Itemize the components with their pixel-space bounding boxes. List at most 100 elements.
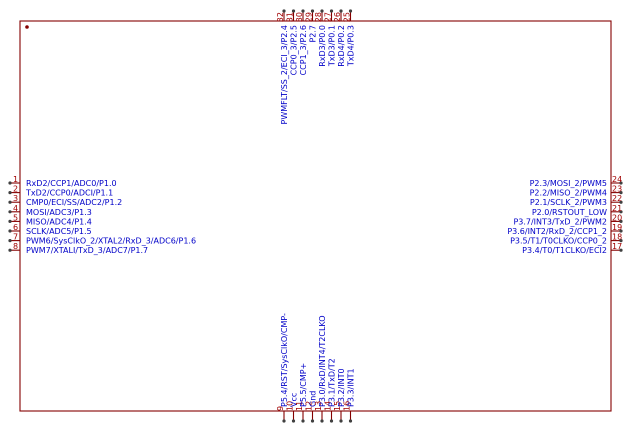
- pin-number: 28: [314, 12, 323, 22]
- pin-number: 11: [295, 401, 304, 411]
- pin-end-dot: [619, 248, 623, 252]
- pin-end-dot: [282, 9, 286, 13]
- ic-body-outline: [19, 20, 612, 412]
- pin-number: 24: [612, 175, 622, 184]
- pin-label: P3.2/INT0: [337, 368, 346, 407]
- pin1-marker: [25, 25, 29, 29]
- pin-end-dot: [339, 419, 343, 423]
- pin-number: 20: [612, 213, 622, 222]
- pin-number: 21: [612, 204, 622, 213]
- pin-label: P2.7: [309, 25, 318, 43]
- pin-number: 2: [13, 185, 18, 194]
- pin-number: 15: [333, 401, 342, 411]
- pin-end-dot: [291, 9, 296, 13]
- pin-number: 18: [612, 233, 622, 242]
- pin-number: 30: [295, 12, 304, 22]
- pin-number: 6: [13, 223, 18, 232]
- pin-label: P2.2/MISO_2/PWM4: [530, 189, 607, 198]
- pin-end-dot: [619, 229, 623, 233]
- pin-end-dot: [320, 419, 324, 423]
- pin-end-dot: [310, 9, 315, 13]
- pin-number: 16: [343, 401, 352, 411]
- pin-label: RxD2/CCP1/ADC0/P1.0: [26, 179, 117, 188]
- pin-end-dot: [8, 219, 12, 223]
- pin-label: MOSI/ADC3/P1.3: [26, 208, 92, 217]
- pin-number: 23: [612, 185, 622, 194]
- pin-end-dot: [348, 419, 353, 423]
- pin-end-dot: [320, 9, 324, 13]
- pin-number: 19: [612, 223, 622, 232]
- pin-number: 9: [276, 406, 285, 411]
- pin-label: P5.4/RST/SysClkO/CMP-: [280, 313, 289, 407]
- pin-label: PWM7/XTALI/TxD_3/ADC7/P1.7: [26, 246, 148, 255]
- pin-label: PWMFLT/SS_2/ECI_3/P2.4: [280, 25, 289, 124]
- pin-end-dot: [348, 9, 353, 13]
- pin-end-dot: [8, 229, 12, 233]
- pin-end-dot: [329, 9, 334, 13]
- pin-label: PWM6/SysClkO_2/XTAL2/RxD_3/ADC6/P1.6: [26, 237, 196, 246]
- pin-number: 17: [612, 242, 622, 251]
- pin-number: 7: [13, 233, 18, 242]
- pin-number: 26: [333, 12, 342, 22]
- pin-label: P3.0/RxD/INT4/T2CLKO: [318, 315, 327, 407]
- pin-number: 1: [13, 175, 18, 184]
- pin-label: P3.1/TxD/T2: [328, 358, 337, 407]
- pin-label: P3.7/INT3/TxD_2/PWM2: [513, 217, 607, 226]
- pin-label: MISO/ADC4/P1.4: [26, 217, 92, 226]
- pin-end-dot: [8, 248, 12, 252]
- pin-end-dot: [8, 210, 12, 214]
- pin-label: CMP0/ECI/SS/ADC2/P1.2: [26, 198, 122, 207]
- pin-label: P3.5/T1/T0CLKO/CCP0_2: [510, 237, 607, 246]
- pin-end-dot: [619, 181, 623, 185]
- pin-label: P5.5/CMP+: [299, 363, 308, 407]
- pin-label: P2.1/SCLK_2/PWM3: [530, 198, 607, 207]
- pin-number: 13: [314, 401, 323, 411]
- pin-end-dot: [8, 191, 12, 195]
- pin-label: P2.3/MOSI_2/PWM5: [530, 179, 607, 188]
- pin-end-dot: [291, 419, 296, 423]
- pin-number: 3: [13, 194, 18, 203]
- pin-number: 14: [324, 401, 333, 411]
- pin-label: CCP0_3/P2.5: [290, 25, 299, 75]
- pin-label: P3.3/INT1: [347, 368, 356, 407]
- pin-label: P3.6/INT2/RxD_2/CCP1_2: [507, 227, 607, 236]
- pin-label: P3.4/T0/T1CLKO/ECI2: [522, 246, 607, 255]
- pin-number: 27: [324, 12, 333, 22]
- pin-end-dot: [301, 9, 305, 13]
- pin-label: RxD4/P0.2: [337, 25, 346, 67]
- pin-number: 22: [612, 194, 622, 203]
- pin-number: 10: [286, 401, 295, 411]
- pin-end-dot: [619, 210, 623, 214]
- pin-label: RxD3/P0.0: [318, 25, 327, 67]
- pin-label: Gnd: [309, 391, 318, 407]
- pin-end-dot: [282, 419, 286, 423]
- pin-label: SCLK/ADC5/P1.5: [26, 227, 92, 236]
- pin-number: 29: [305, 12, 314, 22]
- pin-end-dot: [329, 419, 334, 423]
- pin-group: 1 RxD2/CCP1/ADC0/P1.0 2 TxD2/CCP0/ADCI/P1.1…: [8, 9, 623, 423]
- pin-number: 8: [13, 242, 18, 251]
- pin-number: 32: [276, 12, 285, 22]
- pin-label: Vcc: [290, 393, 299, 407]
- pin-label: CCP1_3/P2.6: [299, 25, 308, 75]
- pin-end-dot: [619, 200, 623, 204]
- pin-end-dot: [8, 239, 12, 243]
- pin-label: TxD4/P0.3: [347, 25, 356, 67]
- pin-number: 31: [286, 12, 295, 22]
- pin-number: 12: [305, 401, 314, 411]
- pin-end-dot: [619, 239, 623, 243]
- pin-label: P2.0/RSTOUT_LOW: [532, 208, 607, 217]
- pin-end-dot: [8, 181, 12, 185]
- pin-number: 25: [343, 12, 352, 22]
- pin-number: 5: [13, 213, 18, 222]
- pin-number: 4: [13, 204, 18, 213]
- pin-label: TxD3/P0.1: [328, 25, 337, 67]
- pin-end-dot: [301, 419, 305, 423]
- pin-end-dot: [8, 200, 12, 204]
- pin-end-dot: [619, 191, 623, 195]
- pin-end-dot: [339, 9, 343, 13]
- pin-label: TxD2/CCP0/ADCI/P1.1: [25, 189, 113, 198]
- pin-end-dot: [619, 219, 623, 223]
- pin-end-dot: [310, 419, 315, 423]
